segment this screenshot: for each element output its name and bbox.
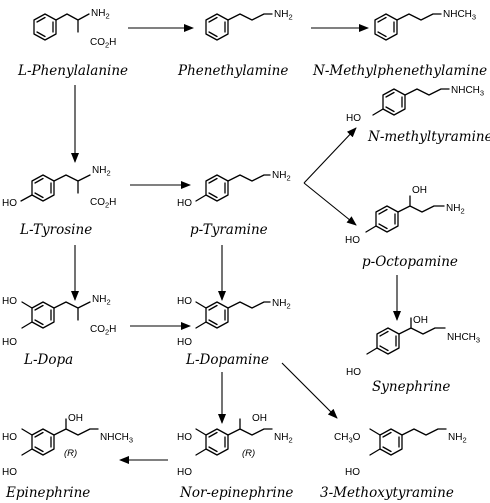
atom-label: HO (2, 432, 17, 443)
atom-label: OH (412, 185, 427, 196)
atom-label: HO (2, 296, 17, 307)
atom-label: OH (68, 413, 83, 424)
phenylalanine-structure: NH2 CO2H (33, 8, 116, 50)
n-methyltyramine-structure: HO NHCH3 (346, 85, 484, 124)
atom-label: CO2H (90, 324, 116, 337)
dopa-label: L-Dopa (23, 352, 73, 368)
atom-label: HO (345, 235, 360, 246)
norepinephrine-structure: HO HO OH NH2 (R) (177, 413, 293, 478)
atom-label: HO (346, 113, 361, 124)
dopamine-structure: HO HO NH2 (177, 296, 291, 348)
arrow-p-tyramine-to-n-methyltyramine (303, 127, 357, 184)
methoxytyramine-structure: CH3O HO NH2 (334, 428, 467, 478)
atom-label: HO (346, 367, 361, 378)
atom-label: NHCH3 (100, 432, 133, 445)
synephrine-label: Synephrine (372, 379, 450, 395)
atom-label: CO2H (90, 37, 116, 50)
phenylalanine-label: L-Phenylalanine (17, 63, 128, 79)
atom-label: NH2 (272, 170, 291, 183)
atom-label: NH2 (448, 432, 467, 445)
atom-label: HO (177, 337, 192, 348)
p-octopamine-structure: HO OH NH2 (345, 185, 465, 246)
atom-label: HO (177, 296, 192, 307)
epinephrine-structure: HO HO OH NHCH3 (R) (2, 413, 133, 478)
dopa-structure: HO HO NH2 CO2H (2, 294, 116, 348)
tyrosine-label: L-Tyrosine (19, 222, 92, 238)
atom-label: NHCH3 (447, 332, 480, 345)
phenethylamine-structure: NH2 (205, 9, 293, 41)
atom-label: HO (2, 198, 17, 209)
atom-label: CH3O (334, 432, 361, 445)
atom-label: NH2 (446, 203, 465, 216)
atom-label: OH (252, 413, 267, 424)
dopamine-label: L-Dopamine (185, 352, 269, 368)
tyrosine-structure: HO NH2 CO2H (2, 165, 116, 210)
atom-label: HO (177, 467, 192, 478)
atom-label: HO (2, 467, 17, 478)
n-methylphenethylamine-structure: NHCH3 (374, 9, 476, 41)
p-octopamine-label: p-Octopamine (362, 254, 458, 270)
atom-label: CO2H (90, 197, 116, 210)
p-tyramine-structure: HO NH2 (177, 170, 291, 209)
atom-label: NHCH3 (451, 85, 484, 98)
p-tyramine-label: p-Tyramine (190, 222, 268, 238)
norepinephrine-label: Nor-epinephrine (179, 485, 293, 501)
atom-label: OH (413, 315, 428, 326)
norepinephrine-stereo-label: (R) (242, 448, 255, 459)
n-methyltyramine-label: N-methyltyramine (367, 129, 490, 145)
epinephrine-stereo-label: (R) (64, 448, 77, 459)
phenethylamine-label: Phenethylamine (177, 63, 288, 79)
methoxytyramine-label: 3-Methoxytyramine (320, 485, 454, 501)
arrow-dopamine-to-methoxytyramine (281, 362, 338, 419)
atom-label: HO (177, 198, 192, 209)
atom-label: NH2 (272, 298, 291, 311)
atom-label: HO (2, 337, 17, 348)
atom-label: NHCH3 (443, 9, 476, 22)
atom-label: HO (345, 467, 360, 478)
synephrine-structure: HO OH NHCH3 (346, 315, 480, 378)
atom-label: NH2 (91, 8, 110, 21)
atom-label: NH2 (274, 432, 293, 445)
arrow-p-tyramine-to-p-octopamine (303, 182, 357, 226)
atom-label: HO (177, 432, 192, 443)
atom-label: NH2 (92, 294, 111, 307)
n-methylphenethylamine-label: N-Methylphenethylamine (312, 63, 487, 79)
atom-label: NH2 (274, 9, 293, 22)
epinephrine-label: Epinephrine (5, 485, 90, 501)
atom-label: NH2 (92, 165, 111, 178)
